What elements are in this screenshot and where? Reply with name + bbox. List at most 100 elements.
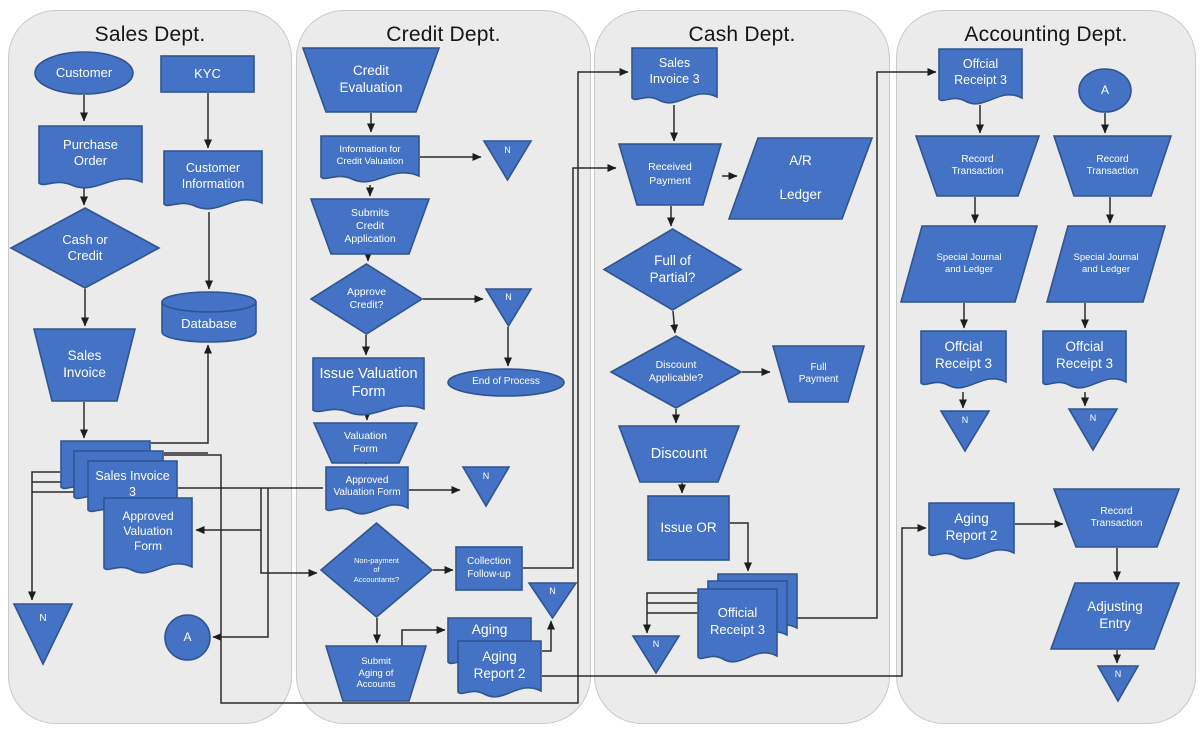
kyc-label: KYC bbox=[194, 65, 221, 81]
full-payment: Full Payment bbox=[771, 345, 866, 403]
special-journal-ledger-right: Special Journal and Ledger bbox=[1045, 225, 1167, 303]
connector-a-accounting-shape bbox=[1078, 68, 1132, 113]
approve-credit: Approve Credit? bbox=[309, 263, 424, 335]
offcial-receipt-3-left-label: Offcial Receipt 3 bbox=[934, 339, 993, 371]
sales-invoice-3-cash-shape bbox=[631, 47, 718, 104]
adjusting-entry-label: Adjusting Entry bbox=[1087, 599, 1143, 631]
received-payment: Received Payment bbox=[617, 143, 723, 206]
kyc: KYC bbox=[160, 55, 255, 93]
submits-credit-application: Submits Credit Application bbox=[309, 198, 431, 255]
n-file-acct-right-label: N bbox=[1089, 413, 1097, 424]
n-file-acct-right-shape bbox=[1067, 408, 1119, 452]
aging-report-2-credit: Aging Report 2 bbox=[457, 640, 542, 699]
issue-valuation-form-label: Issue Valuation Form bbox=[319, 365, 418, 400]
cash-or-credit: Cash or Credit bbox=[9, 207, 161, 289]
n-file-acct-left-label: N bbox=[961, 415, 969, 426]
lane-title-cash: Cash Dept. bbox=[688, 23, 796, 46]
record-transaction-right-label: Record Transaction bbox=[1086, 153, 1139, 178]
valuation-form: Valuation Form bbox=[312, 422, 419, 464]
non-payment-accountants: Non-payment of Accountants? bbox=[319, 521, 434, 619]
purchase-order-shape bbox=[38, 125, 143, 189]
database-label: Database bbox=[181, 315, 237, 331]
database: Database bbox=[161, 291, 257, 343]
n-file-sales-shape bbox=[12, 603, 74, 666]
sales-invoice-3-cash: Sales Invoice 3 bbox=[631, 47, 718, 105]
credit-evaluation: Credit Evaluation bbox=[301, 47, 441, 113]
adjusting-entry: Adjusting Entry bbox=[1049, 582, 1181, 650]
valuation-form-label: Valuation Form bbox=[343, 429, 387, 455]
sales-invoice-shape bbox=[32, 328, 137, 402]
connector-a-sales-label: A bbox=[183, 630, 192, 644]
sales-invoice: Sales Invoice bbox=[32, 328, 137, 402]
offcial-receipt-3-top-shape bbox=[938, 48, 1023, 105]
n-file-acct-left: N bbox=[939, 410, 991, 453]
non-payment-accountants-label: Non-payment of Accountants? bbox=[353, 555, 400, 584]
submit-aging-of-accounts: Submit Aging of Accounts bbox=[324, 645, 428, 702]
received-payment-label: Received Payment bbox=[648, 161, 692, 187]
collection-follow-up-label: Collection Follow-up bbox=[467, 556, 511, 580]
connector-a-sales: A bbox=[164, 614, 211, 661]
end-of-process: End of Process bbox=[447, 368, 565, 397]
issue-or: Issue OR bbox=[647, 495, 730, 561]
aging-report-2-credit-label: Aging Report 2 bbox=[473, 648, 526, 681]
credit-evaluation-label: Credit Evaluation bbox=[339, 63, 403, 95]
lane-title-accounting: Accounting Dept. bbox=[964, 23, 1128, 46]
connector-a-accounting-label: A bbox=[1100, 83, 1109, 97]
offcial-receipt-3-top-label: Offcial Receipt 3 bbox=[954, 57, 1007, 87]
offcial-receipt-3-left: Offcial Receipt 3 bbox=[920, 330, 1007, 391]
n-file-credit-info-label: N bbox=[504, 144, 511, 155]
full-of-partial: Full of Partial? bbox=[602, 228, 743, 311]
purchase-order: Purchase Order bbox=[38, 125, 143, 191]
submit-aging-of-accounts-label: Submit Aging of Accounts bbox=[356, 655, 396, 691]
n-file-acct-left-shape bbox=[939, 410, 991, 453]
n-file-cash-label: N bbox=[652, 639, 660, 650]
sales-invoice-3-label: Sales Invoice 3 bbox=[95, 468, 170, 499]
received-payment-shape bbox=[617, 143, 723, 206]
full-payment-label: Full Payment bbox=[798, 361, 839, 386]
cash-or-credit-shape bbox=[9, 207, 161, 289]
n-file-cash: N bbox=[631, 635, 681, 675]
aging-report-2-acct-label: Aging Report 2 bbox=[945, 510, 998, 543]
cash-or-credit-label: Cash or Credit bbox=[62, 231, 108, 263]
n-file-acct-right: N bbox=[1067, 408, 1119, 452]
approved-valuation-form-sales: Approved Valuation Form bbox=[103, 497, 193, 578]
end-of-process-label: End of Process bbox=[472, 376, 540, 388]
collection-follow-up: Collection Follow-up bbox=[455, 546, 523, 591]
discount-label: Discount bbox=[650, 445, 708, 462]
full-of-partial-label: Full of Partial? bbox=[649, 252, 696, 285]
customer: Customer bbox=[34, 51, 134, 95]
record-transaction-bottom: Record Transaction bbox=[1052, 488, 1181, 548]
n-file-collection: N bbox=[527, 582, 578, 620]
approve-credit-label: Approve Credit? bbox=[346, 285, 387, 311]
special-journal-ledger-left: Special Journal and Ledger bbox=[899, 225, 1039, 303]
n-file-acct-bottom: N bbox=[1096, 665, 1140, 703]
offcial-receipt-3-right-shape bbox=[1042, 330, 1127, 389]
adjusting-entry-shape bbox=[1049, 582, 1181, 650]
customer-information-label: Customer Information bbox=[181, 160, 245, 191]
issue-valuation-form: Issue Valuation Form bbox=[312, 357, 425, 418]
n-file-acct-bottom-shape bbox=[1096, 665, 1140, 703]
discount-applicable-shape bbox=[609, 335, 743, 409]
ar-ledger-label: A/R Ledger bbox=[779, 153, 822, 202]
official-receipt-3-cash-label: Official Receipt 3 bbox=[710, 605, 765, 637]
sales-invoice-label: Sales Invoice bbox=[63, 348, 106, 380]
discount: Discount bbox=[617, 425, 741, 483]
n-file-collection-label: N bbox=[549, 585, 556, 596]
record-transaction-right: Record Transaction bbox=[1052, 135, 1173, 197]
n-file-sales-label: N bbox=[39, 612, 47, 624]
discount-shape bbox=[617, 425, 741, 483]
approved-valuation-form-credit: Approved Valuation Form bbox=[325, 466, 409, 515]
information-for-credit-valuation: Information for Credit Valuation bbox=[320, 135, 420, 183]
connector-a-accounting: A bbox=[1078, 68, 1132, 113]
lane-title-credit: Credit Dept. bbox=[386, 23, 501, 46]
record-transaction-bottom-shape bbox=[1052, 488, 1181, 548]
special-journal-ledger-right-label: Special Journal and Ledger bbox=[1073, 252, 1139, 275]
information-for-credit-valuation-label: Information for Credit Valuation bbox=[336, 143, 404, 167]
offcial-receipt-3-right-label: Offcial Receipt 3 bbox=[1055, 339, 1114, 371]
discount-applicable: Discount Applicable? bbox=[609, 335, 743, 409]
special-journal-ledger-left-label: Special Journal and Ledger bbox=[936, 252, 1002, 275]
purchase-order-label: Purchase Order bbox=[63, 136, 118, 168]
n-file-approved-valuation-label: N bbox=[482, 470, 490, 481]
